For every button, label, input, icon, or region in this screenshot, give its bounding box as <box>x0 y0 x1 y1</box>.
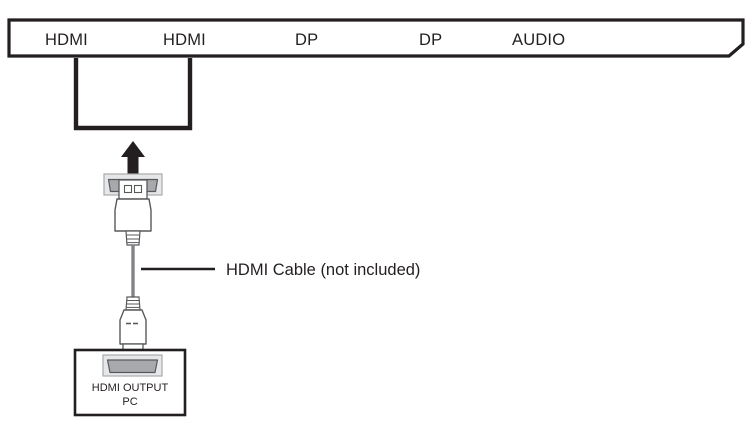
port-label-dp-1: DP <box>295 31 318 49</box>
hdmi-plug-body-lower <box>119 309 147 345</box>
hdmi-plug-head-upper <box>118 179 148 200</box>
hdmi-port-slot-lower <box>106 359 159 374</box>
hdmi-plug-monitor-end <box>103 173 163 246</box>
port-label-dp-2: DP <box>419 31 442 49</box>
cable-annotation-label: HDMI Cable (not included) <box>226 261 420 279</box>
pc-box-label-line2: PC <box>122 396 137 408</box>
hdmi-plug-contact-left-upper <box>123 184 133 194</box>
monitor-rear-port-panel: HDMI HDMI DP DP AUDIO <box>7 18 745 58</box>
connection-direction-arrow-icon <box>121 141 145 174</box>
port-label-audio: AUDIO <box>512 31 565 49</box>
port-label-hdmi-2: HDMI <box>163 31 206 49</box>
cable-annotation: HDMI Cable (not included) <box>141 261 420 279</box>
port-label-hdmi-1: HDMI <box>45 31 88 49</box>
source-device-box: HDMI OUTPUT PC <box>73 348 187 417</box>
port-panel-outline <box>7 18 745 58</box>
pc-box-label-line1: HDMI OUTPUT <box>92 382 169 394</box>
hdmi-port-group-bracket <box>73 58 193 131</box>
hdmi-plug-contact-right-upper <box>133 184 143 194</box>
hdmi-plug-body-upper <box>114 198 152 232</box>
